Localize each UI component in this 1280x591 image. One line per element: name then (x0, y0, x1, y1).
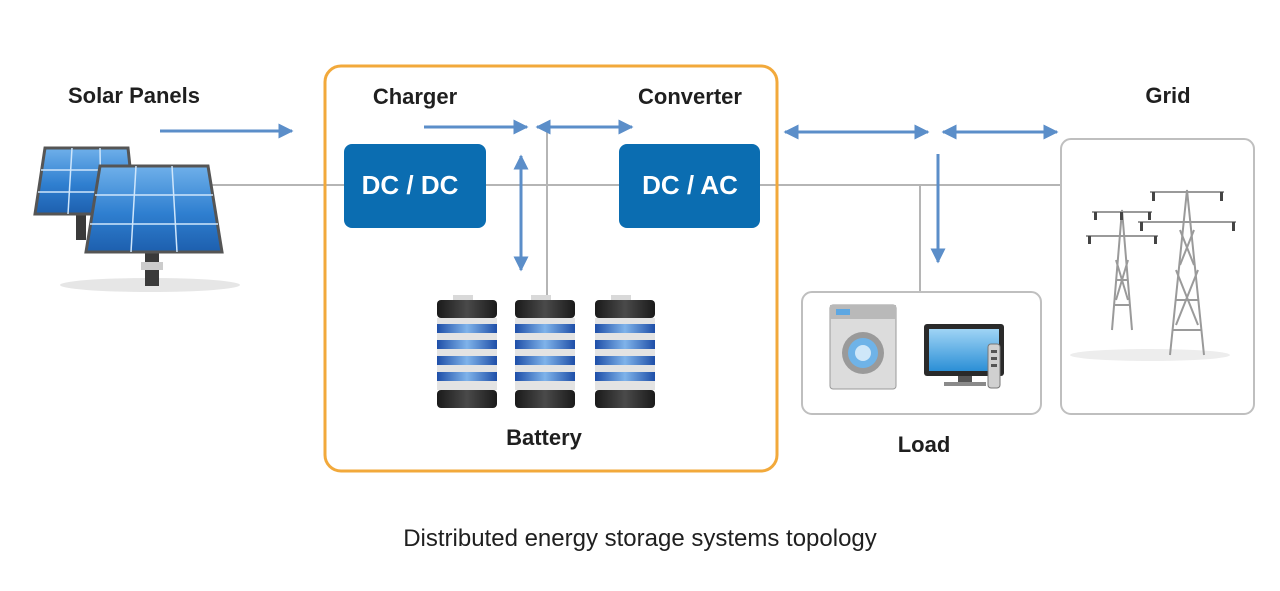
grid-panel (1060, 138, 1255, 415)
solar-panel-icon (33, 146, 240, 292)
power-tower-icon (1070, 189, 1236, 361)
load-label: Load (898, 432, 951, 457)
battery-icon (437, 295, 655, 408)
tv-icon (924, 324, 1004, 386)
washing-machine-icon (829, 304, 897, 390)
insulator-marks (1088, 192, 1235, 244)
dcdc-label: DC / DC (362, 170, 459, 200)
diagram-caption: Distributed energy storage systems topol… (403, 525, 877, 552)
battery-label: Battery (506, 425, 583, 450)
dcdc-converter-box (344, 144, 486, 228)
dcac-label: DC / AC (642, 170, 738, 200)
converter-label: Converter (638, 84, 742, 109)
storage-system-border (323, 64, 779, 473)
dcac-converter-box (619, 144, 760, 228)
remote-icon (987, 343, 1001, 389)
charger-label: Charger (373, 84, 458, 109)
solar-panels-label: Solar Panels (68, 83, 200, 108)
grid-label: Grid (1145, 83, 1190, 108)
